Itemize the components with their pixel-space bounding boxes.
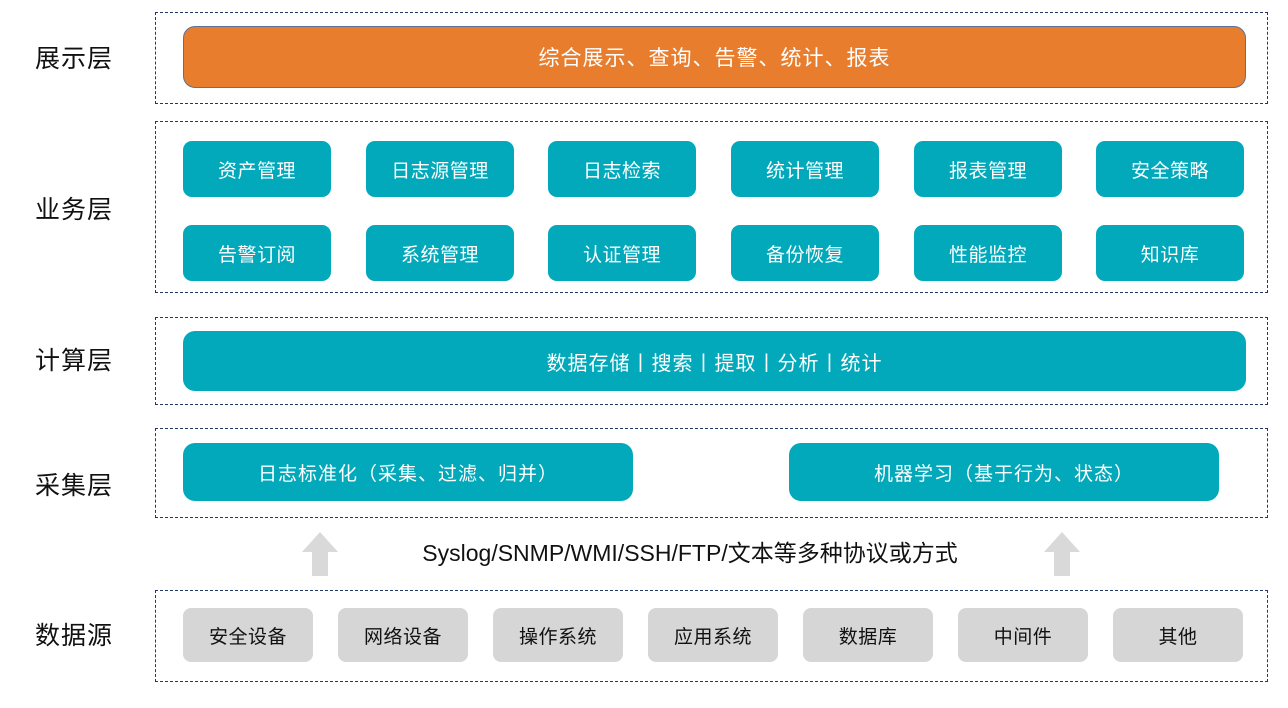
arrow-up-icon-left: [300, 530, 340, 578]
node-business-log-search[interactable]: 日志检索: [548, 141, 696, 197]
layer-container-business: 资产管理 日志源管理 日志检索 统计管理 报表管理 安全策略 告警订阅 系统管理…: [155, 121, 1268, 293]
node-compute-storage-search-extract-analyze-statistics[interactable]: 数据存储丨搜索丨提取丨分析丨统计: [183, 331, 1246, 391]
node-business-system-management[interactable]: 系统管理: [366, 225, 514, 281]
node-datasource-network-device[interactable]: 网络设备: [338, 608, 468, 662]
layer-label-compute: 计算层: [34, 347, 113, 375]
node-datasource-database[interactable]: 数据库: [803, 608, 933, 662]
node-datasource-security-device[interactable]: 安全设备: [183, 608, 313, 662]
arrow-up-icon-right: [1042, 530, 1082, 578]
node-business-report-management[interactable]: 报表管理: [914, 141, 1062, 197]
layer-label-business: 业务层: [34, 196, 113, 224]
layer-container-compute: 数据存储丨搜索丨提取丨分析丨统计: [155, 317, 1268, 405]
layer-label-collection: 采集层: [34, 472, 113, 500]
node-business-log-source-management[interactable]: 日志源管理: [366, 141, 514, 197]
node-datasource-middleware[interactable]: 中间件: [958, 608, 1088, 662]
node-datasource-other[interactable]: 其他: [1113, 608, 1243, 662]
layer-container-collection: 日志标准化（采集、过滤、归并） 机器学习（基于行为、状态）: [155, 428, 1268, 518]
node-business-knowledge-base[interactable]: 知识库: [1096, 225, 1244, 281]
layer-label-datasource: 数据源: [34, 622, 113, 650]
node-collection-log-standardization[interactable]: 日志标准化（采集、过滤、归并）: [183, 443, 633, 501]
protocol-band-label: Syslog/SNMP/WMI/SSH/FTP/文本等多种协议或方式: [422, 540, 958, 566]
node-business-asset-management[interactable]: 资产管理: [183, 141, 331, 197]
layer-container-presentation: 综合展示、查询、告警、统计、报表: [155, 12, 1268, 104]
layer-container-datasource: 安全设备 网络设备 操作系统 应用系统 数据库 中间件 其他: [155, 590, 1268, 682]
node-business-backup-restore[interactable]: 备份恢复: [731, 225, 879, 281]
node-datasource-operating-system[interactable]: 操作系统: [493, 608, 623, 662]
node-collection-machine-learning[interactable]: 机器学习（基于行为、状态）: [789, 443, 1219, 501]
node-presentation-summary[interactable]: 综合展示、查询、告警、统计、报表: [183, 26, 1246, 88]
node-business-security-policy[interactable]: 安全策略: [1096, 141, 1244, 197]
node-datasource-application-system[interactable]: 应用系统: [648, 608, 778, 662]
node-business-alarm-subscription[interactable]: 告警订阅: [183, 225, 331, 281]
node-business-statistics-management[interactable]: 统计管理: [731, 141, 879, 197]
layer-label-presentation: 展示层: [34, 45, 113, 73]
node-business-performance-monitoring[interactable]: 性能监控: [914, 225, 1062, 281]
node-business-authentication-management[interactable]: 认证管理: [548, 225, 696, 281]
